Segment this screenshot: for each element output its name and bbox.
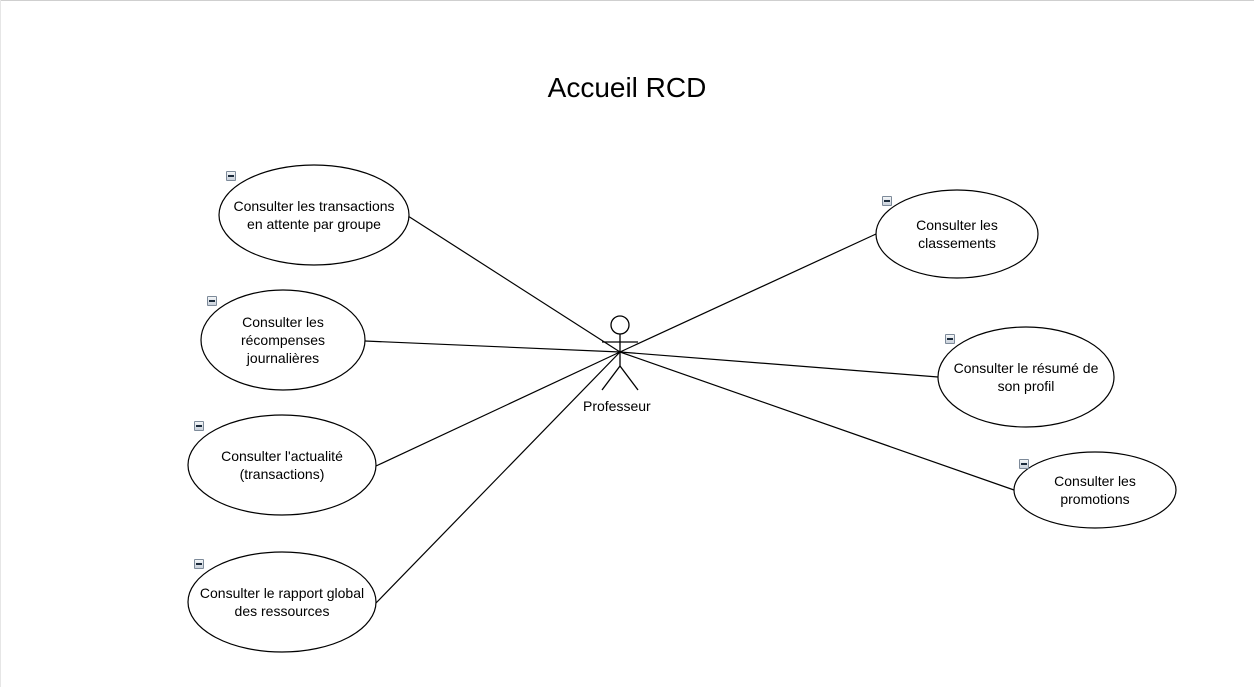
association-line-uc6 (619, 351, 939, 378)
frame-border-top (0, 0, 1254, 1)
actor-left-leg (601, 365, 621, 391)
use-case-ellipse-uc4[interactable] (187, 551, 377, 653)
actor-right-leg (619, 365, 639, 391)
collapse-icon-uc2[interactable] (207, 296, 217, 306)
use-case-ellipse-uc6[interactable] (937, 326, 1115, 428)
use-case-ellipse-uc2[interactable] (200, 289, 366, 391)
association-line-uc7 (619, 351, 1015, 491)
diagram-title: Accueil RCD (547, 72, 707, 103)
actor-label: Professeur (583, 398, 651, 414)
use-case-ellipse-uc5[interactable] (875, 189, 1039, 279)
association-line-uc4 (375, 351, 621, 604)
actor-figure (601, 315, 639, 391)
collapse-icon-uc4[interactable] (194, 559, 204, 569)
associations (364, 215, 1015, 604)
frame-border-left (0, 0, 1, 687)
association-line-uc1 (407, 215, 621, 353)
collapse-icon-uc3[interactable] (194, 421, 204, 431)
actor-head (610, 315, 630, 335)
use-case-ellipse-uc7[interactable] (1013, 451, 1177, 529)
collapse-icon-uc5[interactable] (882, 196, 892, 206)
use-case-ellipse-uc1[interactable] (218, 164, 410, 266)
use-case-ellipse-uc3[interactable] (187, 414, 377, 516)
association-line-uc3 (375, 351, 621, 467)
collapse-icon-uc6[interactable] (945, 334, 955, 344)
association-line-uc2 (364, 340, 621, 353)
collapse-icon-uc1[interactable] (226, 171, 236, 181)
use-case-ellipses (187, 164, 1177, 653)
association-line-uc5 (619, 233, 877, 353)
collapse-icon-uc7[interactable] (1019, 459, 1029, 469)
